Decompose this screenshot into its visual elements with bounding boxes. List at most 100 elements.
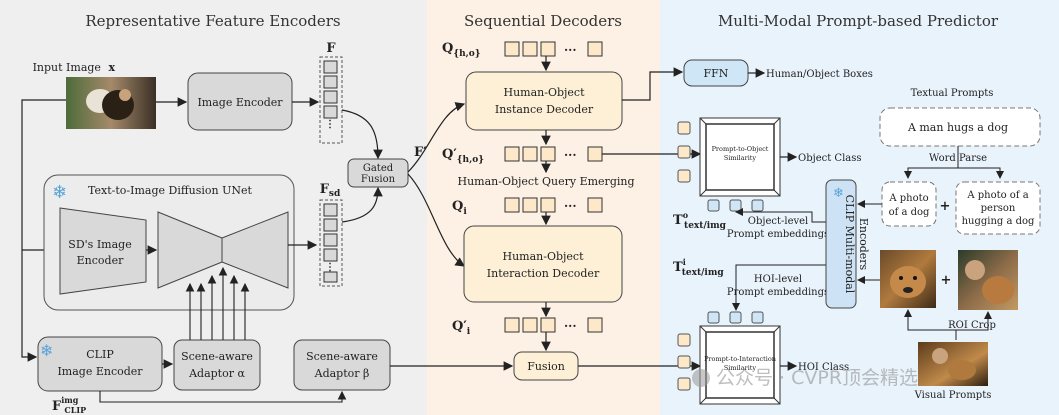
object-level-line1: Object-level [748, 216, 809, 227]
adaptor-alpha-line1: Scene-aware [181, 350, 253, 363]
q-i-sub: i [463, 207, 467, 217]
svg-text:Qi: Qi [452, 199, 467, 217]
watermark: 公众号 · CVPR顶会精选 [692, 367, 918, 389]
snowflake-icon: ❄ [40, 341, 53, 360]
prompt-main-text: A man hugs a dog [907, 121, 1008, 134]
feature-Fsd-label: F [320, 182, 330, 197]
gated-to-instance-arrow [407, 102, 466, 173]
prompt-dog-line2: of a dog [889, 207, 930, 218]
adaptor-to-unet-arrows [185, 266, 250, 340]
p2o-matrix: Prompt-to-Object Similarity [699, 117, 781, 197]
person-dog-crop-image [958, 250, 1018, 310]
hoi-class-label: HOI Class [798, 362, 849, 373]
ffn-label: FFN [704, 67, 729, 80]
word-parse-split-left [904, 167, 958, 179]
f-clip-sub: CLIP [64, 405, 86, 415]
input-image [66, 77, 156, 129]
roi-crop-right [956, 311, 992, 331]
clip-mm-to-object-prompts-arrow [735, 208, 826, 223]
q-i-ellipsis: ··· [564, 199, 577, 213]
roi-crop-left [904, 309, 956, 331]
fusion-label: Fusion [527, 360, 565, 373]
snowflake-icon: ❄ [52, 182, 67, 203]
clip-line2: Image Encoder [57, 365, 143, 378]
p2i-matrix: Prompt-to-Interaction Similarity [699, 325, 781, 405]
image-encoder-box: Image Encoder [187, 72, 293, 131]
p2i-query-cells [677, 333, 691, 391]
gated-fusion-line2: Fusion [361, 174, 396, 185]
t-text-o-sub: text/img [684, 221, 727, 231]
q-i-prime-label: Q′ [452, 319, 467, 334]
roi-crop-label: ROI Crop [948, 320, 996, 331]
clip-line1: CLIP [86, 348, 114, 361]
unet-shape [157, 211, 289, 289]
word-parse-split-right [958, 167, 1004, 179]
sd-encoder-line2: Encoder [77, 254, 124, 267]
svg-text:⋮: ⋮ [325, 262, 335, 273]
wechat-icon [692, 369, 710, 387]
fusion-box: Fusion [513, 351, 579, 381]
gated-fusion-line1: Gated [363, 163, 394, 174]
feature-F-label: F [326, 41, 336, 56]
clip-to-adaptor-beta-arrow [99, 390, 347, 403]
ffn-box: FFN [683, 59, 749, 87]
q-ho-prime-sub: {h,o} [457, 155, 484, 165]
svg-text:Q′i: Q′i [452, 319, 471, 337]
p2o-line1: Prompt-to-Object [712, 145, 769, 153]
interaction-line2: Interaction Decoder [487, 267, 600, 280]
encoders-title: Representative Feature Encoders [85, 12, 340, 30]
f-clip-sup: img [61, 395, 79, 405]
F-to-gated-fusion-arrow [341, 109, 383, 160]
hoi-level-line1: HOI-level [754, 274, 802, 285]
hoi-level-line2: Prompt embeddings [727, 287, 829, 298]
p2i-line2: Similarity [724, 364, 757, 372]
full-visual-prompt-image [918, 342, 988, 386]
clip-mm-line1: CLIP Multi-modal [843, 195, 856, 294]
adaptor-beta-line1: Scene-aware [306, 350, 378, 363]
image-encoder-label: Image Encoder [197, 96, 283, 109]
prompt-person-box: A photo of a person hugging a dog [955, 181, 1041, 235]
clip-mm-line2: Encoders [857, 218, 870, 271]
interaction-decoder-box: Human-Object Interaction Decoder [463, 225, 623, 303]
gated-fusion-box: Gated Fusion [347, 158, 409, 188]
interaction-line1: Human-Object [502, 250, 584, 263]
p2o-query-cells [677, 121, 691, 183]
p2i-prompt-cells [707, 311, 764, 324]
textual-prompts-label: Textual Prompts [911, 88, 994, 99]
q-ho-prime-ellipsis: ··· [564, 148, 577, 162]
snowflake-icon: ❄ [833, 186, 844, 201]
svg-text:Q{h,o}: Q{h,o} [442, 41, 481, 59]
q-ho-ellipsis: ··· [564, 43, 577, 57]
adaptor-alpha-line2: Adaptor α [188, 367, 245, 380]
feature-Fsd-stack: ⋮ [319, 199, 343, 287]
q-i-cells [504, 197, 603, 213]
t-text-i-sup: i [683, 257, 686, 267]
prompt-dog-line1: A photo [888, 193, 928, 204]
visual-prompts-label: Visual Prompts [914, 390, 992, 401]
word-parse-label: Word Parse [929, 153, 987, 164]
instance-to-ffn-arrow [622, 67, 684, 101]
q-ho-prime-cells [504, 146, 603, 162]
prompt-dog-box: A photo of a dog [881, 181, 937, 227]
sd-image-encoder: SD's Image Encoder [59, 207, 147, 295]
input-image-var: x [108, 61, 115, 74]
instance-line1: Human-Object [503, 86, 585, 99]
sd-encoder-line1: SD's Image [68, 238, 131, 251]
t-text-o-sup: o [683, 210, 689, 220]
q-i-label: Q [452, 199, 463, 214]
instance-decoder-box: Human-Object Instance Decoder [465, 71, 623, 131]
plus-image-label: + [941, 273, 952, 288]
t-text-i-label: T [673, 260, 683, 275]
Fsd-to-gated-fusion-arrow [341, 186, 383, 223]
q-ho-prime-label: Q′ [442, 147, 457, 162]
t-text-i-sub: text/img [682, 268, 725, 278]
svg-text:⋮: ⋮ [325, 119, 335, 130]
q-ho-cells [504, 41, 603, 57]
q-ho-label: Q [442, 41, 453, 56]
decoders-title: Sequential Decoders [464, 12, 622, 30]
svg-text:Q′{h,o}: Q′{h,o} [442, 147, 484, 165]
scene-adaptor-alpha-box: Scene-aware Adaptor α [173, 339, 261, 391]
f-clip-label: F [52, 399, 62, 414]
